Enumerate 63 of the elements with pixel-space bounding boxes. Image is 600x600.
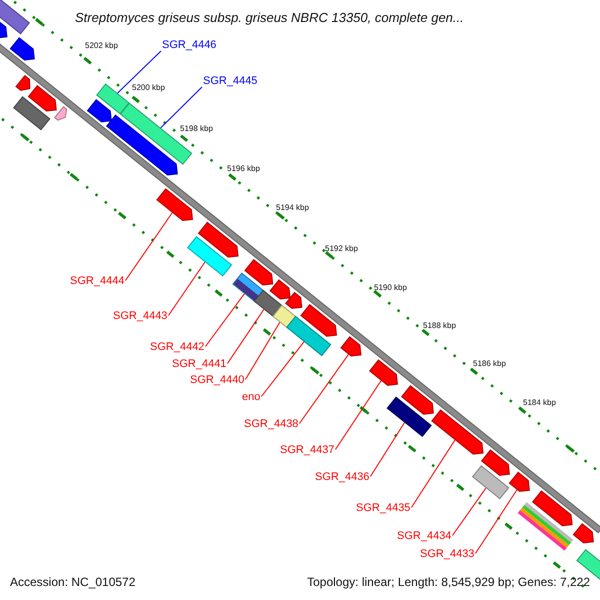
gene-bar — [340, 336, 362, 356]
scale-label: 5188 kbp — [423, 322, 456, 330]
leader-line — [474, 489, 518, 554]
leader-line — [334, 380, 382, 450]
scale-label: 5194 kbp — [276, 204, 309, 212]
leader-line — [160, 86, 202, 128]
leader-line — [117, 50, 162, 94]
gene-bar — [532, 490, 573, 526]
scale-label: 5200 kbp — [132, 84, 165, 92]
leader-line — [298, 354, 349, 424]
gene-bar — [15, 74, 30, 91]
gene-label: SGR_4441 — [172, 359, 226, 370]
gene-label: SGR_4436 — [315, 472, 370, 483]
scale-label: 5186 kbp — [473, 360, 506, 368]
gene-bar — [10, 37, 35, 60]
gene-bar — [269, 279, 291, 300]
gene-label: SGR_4442 — [150, 342, 204, 353]
scale-label: 5196 kbp — [227, 165, 260, 173]
leader-line — [204, 293, 245, 347]
footer-text: Topology: linear; Length: 8,545,929 bp; Genes: 7,222 — [307, 576, 590, 588]
footer-text: Accession: NC_010572 — [10, 576, 136, 588]
leader-line — [452, 488, 486, 536]
gene-bar — [198, 222, 239, 258]
gene-bar — [572, 523, 594, 544]
gene-bar — [368, 359, 398, 386]
scale-label: 5202 kbp — [85, 42, 118, 50]
gene-label: SGR_4440 — [190, 375, 244, 386]
leader-line — [260, 341, 304, 397]
gene-bar — [244, 258, 274, 286]
leader-line — [168, 262, 206, 316]
gene-bar — [86, 99, 112, 122]
gene-label: SGR_4443 — [113, 311, 168, 322]
scale-label: 5190 kbp — [374, 284, 407, 292]
scale-label: 5192 kbp — [325, 245, 358, 253]
gene-label: SGR_4435 — [356, 503, 410, 514]
gene-bar — [106, 114, 178, 176]
gene-label: SGR_4433 — [420, 549, 474, 560]
scale-label: 5198 kbp — [180, 125, 213, 133]
gene-label: SGR_4438 — [244, 419, 298, 430]
leader-line — [410, 440, 456, 508]
leader-line — [244, 322, 280, 380]
gene-bar — [300, 304, 338, 337]
gene-bar — [400, 385, 434, 415]
gene-bar — [285, 292, 302, 309]
gene-label: SGR_4446 — [162, 40, 216, 51]
leader-line — [226, 309, 264, 364]
leader-line — [124, 212, 173, 281]
gene-bar — [518, 502, 574, 551]
scale-label: 5184 kbp — [523, 399, 556, 407]
gene-label: SGR_4444 — [70, 276, 124, 287]
gene-bar — [96, 83, 130, 114]
leader-line — [370, 422, 405, 477]
gene-bar — [28, 84, 57, 112]
gene-bar — [156, 188, 194, 222]
gene-label: SGR_4434 — [397, 531, 452, 542]
gene-label: SGR_4445 — [203, 76, 258, 87]
gene-bar — [480, 449, 510, 476]
gene-label: eno — [242, 392, 260, 403]
gene-bar — [54, 106, 68, 121]
diagram-title: Streptomyces griseus subsp. griseus NBRC 13350, complete gen... — [75, 11, 464, 24]
gene-label: SGR_4437 — [280, 445, 334, 456]
gene-bar — [508, 472, 530, 492]
gene-bar — [431, 409, 484, 455]
